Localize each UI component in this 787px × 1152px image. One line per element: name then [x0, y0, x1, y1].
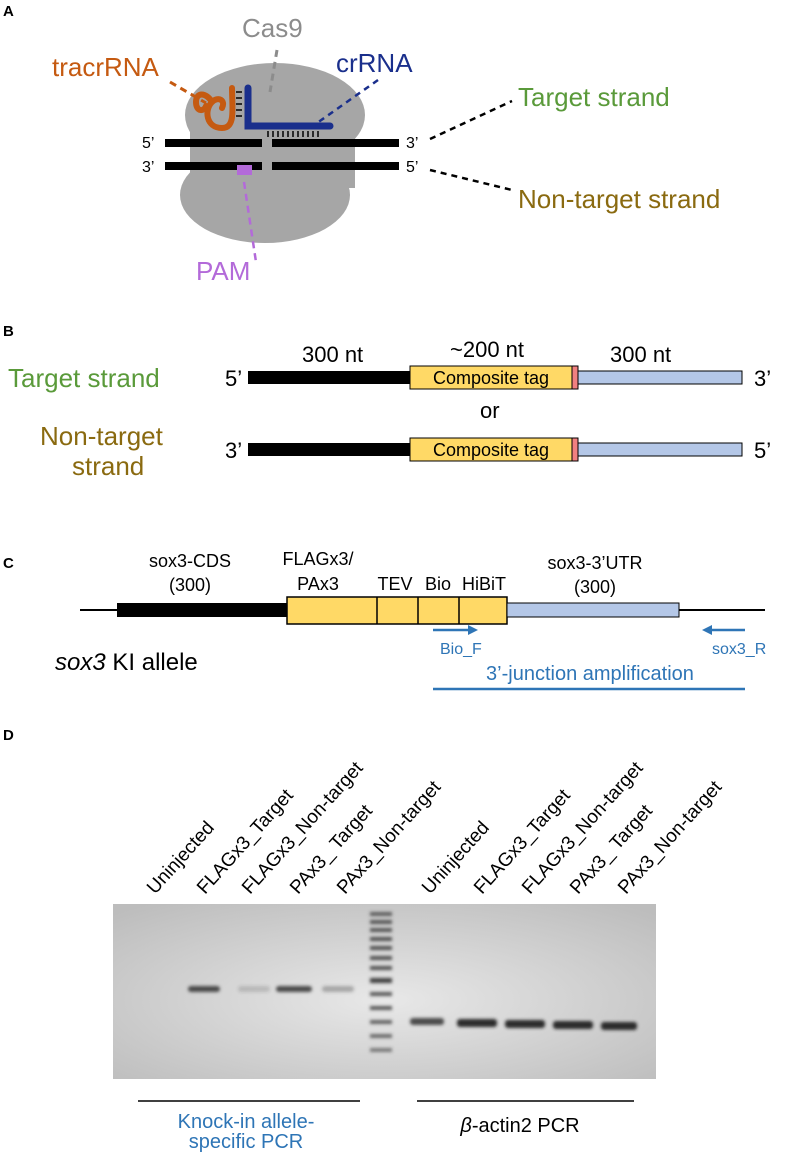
c-cds-label-2: (300) — [169, 575, 211, 595]
actin-pcr-label: β-actin2 PCR — [459, 1115, 579, 1137]
a-bottom-right-end: 5’ — [406, 159, 418, 176]
band-pa-nontarget-ki — [322, 986, 354, 992]
c-utr-label-1: sox3-3’UTR — [547, 553, 642, 573]
b-right-arm-length: 300 nt — [610, 342, 671, 367]
panel-letter-c: C — [3, 555, 14, 572]
lane-labels: UninjectedFLAGx3_TargetFLAGx3_Non-target… — [143, 757, 727, 898]
b-top-right-end: 3’ — [754, 366, 771, 391]
b-or-label: or — [480, 398, 500, 423]
b-non-target-construct — [248, 437, 743, 462]
b-tag-label-top: Composite tag — [433, 368, 549, 388]
pam-label: PAM — [196, 256, 250, 286]
b-tag-label-bottom: Composite tag — [433, 440, 549, 460]
pam-leader — [242, 181, 258, 263]
cas9-protein — [180, 63, 365, 243]
c-hibit-label: HiBiT — [462, 574, 506, 594]
b-bottom-right-end: 5’ — [754, 438, 771, 463]
c-ki-allele-map — [80, 596, 765, 625]
c-primer-r-arrow — [702, 625, 745, 635]
band-pa-target-ki — [276, 986, 312, 992]
b-top-left-end: 5’ — [225, 366, 242, 391]
non-target-strand-leader — [429, 168, 513, 192]
crrna-label: crRNA — [336, 48, 413, 78]
tracrrna-strand — [192, 85, 236, 132]
c-tev-label: TEV — [377, 574, 412, 594]
tracrrna-leader — [169, 80, 207, 105]
crrna-strand — [236, 84, 334, 137]
cas9-label: Cas9 — [242, 13, 303, 43]
ki-pcr-label-2: specific PCR — [189, 1131, 303, 1152]
c-flag-label-2: PAx3 — [297, 574, 339, 594]
dna-duplex — [165, 139, 399, 170]
band-actin-flag-target — [457, 1019, 497, 1027]
band-actin-uninjected — [410, 1018, 444, 1025]
non-target-strand-label: Non-target strand — [518, 184, 720, 214]
band-actin-pa-target — [553, 1021, 593, 1029]
c-bio-label: Bio — [425, 574, 451, 594]
b-bottom-left-end: 3’ — [225, 438, 242, 463]
c-allele-label: sox3 KI allele — [55, 649, 198, 676]
c-primer-r-label: sox3_R — [712, 641, 766, 658]
target-strand-label: Target strand — [518, 82, 670, 112]
gel-image — [113, 904, 656, 1079]
b-non-target-label-2: strand — [72, 451, 144, 481]
c-amplification-label: 3’-junction amplification — [486, 663, 694, 685]
band-actin-pa-nontarget — [601, 1022, 637, 1030]
panel-letter-b: B — [3, 323, 14, 340]
band-flag-nontarget-ki — [238, 986, 270, 992]
c-primer-f-label: Bio_F — [440, 641, 482, 658]
b-non-target-label-1: Non-target — [40, 421, 164, 451]
b-left-arm-length: 300 nt — [302, 342, 363, 367]
c-flag-label-1: FLAGx3/ — [282, 549, 353, 569]
a-bottom-left-end: 3’ — [142, 159, 154, 176]
pam-box — [237, 165, 252, 175]
b-target-strand-label: Target strand — [8, 363, 160, 393]
b-target-construct — [248, 365, 743, 390]
a-top-left-end: 5’ — [142, 135, 154, 152]
c-primer-f-arrow — [433, 625, 478, 635]
b-tag-length: ~200 nt — [450, 337, 524, 362]
band-flag-target-ki — [188, 986, 220, 992]
crrna-leader — [309, 78, 379, 130]
panel-letter-a: A — [3, 3, 14, 20]
c-utr-label-2: (300) — [574, 577, 616, 597]
ki-pcr-label-1: Knock-in allele- — [178, 1111, 315, 1133]
a-top-right-end: 3’ — [406, 135, 418, 152]
tracrrna-label: tracrRNA — [52, 52, 160, 82]
c-cds-label-1: sox3-CDS — [149, 551, 231, 571]
dna-ladder — [370, 912, 392, 1052]
panel-letter-d: D — [3, 727, 14, 744]
target-strand-leader — [429, 99, 513, 141]
band-actin-flag-nontarget — [505, 1020, 545, 1028]
